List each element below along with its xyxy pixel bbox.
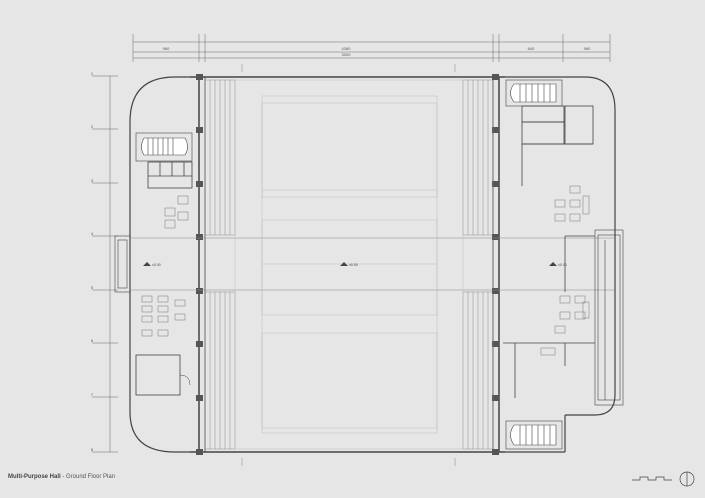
cross-corridor [130, 237, 615, 291]
level-markers: ±0.00 ±0.00 ±0.00 [143, 262, 567, 267]
right-entrance [594, 229, 624, 406]
left-stair [135, 132, 193, 162]
left-toilets [147, 161, 193, 189]
seating-right-bottom [462, 291, 494, 450]
left-room-bottom [135, 354, 191, 396]
right-stair-bottom [505, 420, 563, 450]
top-dimension-texts: 4380 3000 960 640 960 [163, 46, 591, 57]
scale-bar [632, 476, 672, 481]
row-label: 2 [91, 124, 94, 129]
dim-right-a: 640 [528, 46, 535, 51]
dim-right-b: 960 [584, 46, 591, 51]
north-arrow-icon [679, 471, 695, 487]
right-furniture [540, 185, 590, 356]
dim-left: 960 [163, 46, 170, 51]
right-rooms [503, 105, 595, 398]
left-furniture [141, 195, 189, 337]
row-label: 7 [91, 392, 94, 397]
dim-inner: 3000 [342, 52, 352, 57]
row-label: 8 [91, 447, 94, 452]
building-outline [129, 76, 616, 453]
level-label-left: ±0.00 [152, 263, 161, 267]
left-dimension-lines [92, 75, 118, 453]
drawing-title: Multi-Purpose Hall - Ground Floor Plan [8, 474, 115, 480]
row-label: 5 [91, 285, 94, 290]
section-markers [241, 64, 456, 466]
left-entrance [114, 235, 131, 293]
drawing-title-bold: Multi-Purpose Hall [8, 474, 61, 480]
dim-total: 4380 [342, 46, 352, 51]
row-label: 3 [91, 178, 94, 183]
row-label: 6 [91, 338, 94, 343]
row-label: 1 [91, 71, 94, 76]
seating-right-top [462, 79, 494, 236]
top-dimension-lines [132, 34, 611, 62]
level-label-right: ±0.00 [558, 263, 567, 267]
row-label: 4 [91, 231, 94, 236]
seating-left-bottom [204, 291, 236, 450]
seating-left-top [204, 79, 236, 236]
row-axis-labels: 1 2 3 4 5 6 7 8 [91, 71, 94, 452]
right-stair-top [505, 79, 563, 107]
drawing-title-rest: - Ground Floor Plan [60, 474, 116, 480]
structural-columns [196, 74, 499, 455]
court-markings [234, 79, 464, 450]
level-label-center: ±0.00 [349, 263, 358, 267]
